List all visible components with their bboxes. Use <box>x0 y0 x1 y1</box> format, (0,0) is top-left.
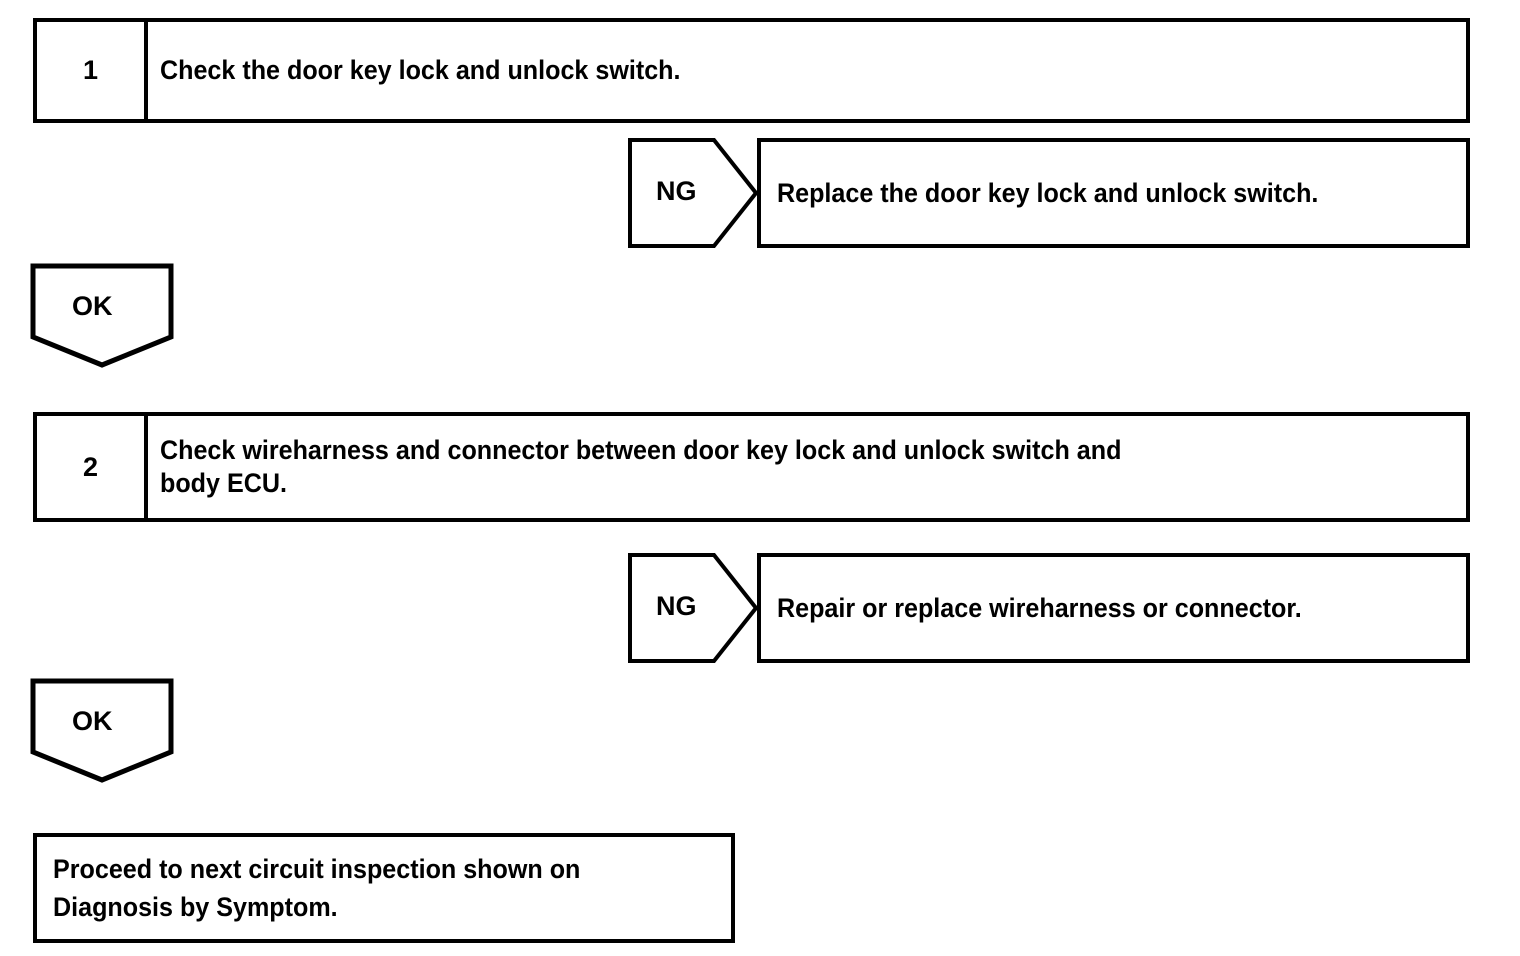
ng-result-box-1: Replace the door key lock and unlock swi… <box>757 138 1470 248</box>
ng-result-box-2: Repair or replace wireharness or connect… <box>757 553 1470 663</box>
step-number-cell-1: 1 <box>37 22 148 119</box>
ng-arrow-1-shape <box>628 138 758 248</box>
step-box-2: 2 Check wireharness and connector betwee… <box>33 412 1470 522</box>
step-instruction-2: Check wireharness and connector between … <box>160 435 1122 498</box>
ok-arrow-1-shape <box>30 263 174 368</box>
ng-arrow-2-shape <box>628 553 758 663</box>
ng-arrow-1: NG <box>628 138 758 248</box>
step-number-1: 1 <box>82 55 99 85</box>
final-result-text: Proceed to next circuit inspection shown… <box>53 853 581 922</box>
step-text-cell-2: Check wireharness and connector between … <box>148 416 1466 518</box>
step-instruction-1: Check the door key lock and unlock switc… <box>160 55 681 86</box>
ng-result-text-2: Repair or replace wireharness or connect… <box>777 592 1302 623</box>
ng-arrow-2: NG <box>628 553 758 663</box>
ok-arrow-2-shape <box>30 678 174 783</box>
step-number-cell-2: 2 <box>37 416 148 518</box>
step-number-2: 2 <box>82 451 99 482</box>
step-box-1: 1 Check the door key lock and unlock swi… <box>33 18 1470 123</box>
step-text-cell-1: Check the door key lock and unlock switc… <box>148 22 1466 119</box>
ok-arrow-1: OK <box>30 263 175 368</box>
ng-result-text-1: Replace the door key lock and unlock swi… <box>777 177 1319 208</box>
ok-arrow-2: OK <box>30 678 175 783</box>
final-result-box: Proceed to next circuit inspection shown… <box>33 833 735 943</box>
